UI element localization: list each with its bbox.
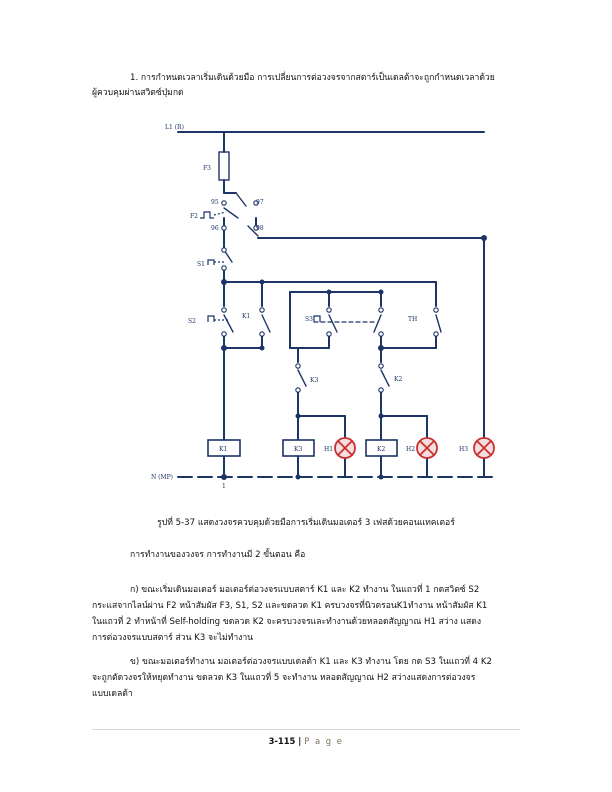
page-footer: 3-115 | P a g e xyxy=(0,736,612,746)
intro-line-1: 1. การกำหนดเวลาเริ่มเดินด้วยมือ การเปลี่… xyxy=(130,73,495,83)
label-f3: F3 xyxy=(203,165,211,172)
lamp-h1 xyxy=(334,437,356,459)
label-k2-contact: K2 xyxy=(394,376,402,383)
label-96: 96 xyxy=(211,225,219,232)
coil-k1 xyxy=(207,439,241,457)
label-l1: L1 (R) xyxy=(165,124,184,131)
label-98: 98 xyxy=(256,225,264,232)
para-b-line-3: แบบเดลต้า xyxy=(92,689,133,699)
label-s2: S2 xyxy=(188,318,196,325)
label-coil-k2: K2 xyxy=(377,446,385,453)
label-97: 97 xyxy=(256,199,264,206)
label-95: 95 xyxy=(211,199,219,206)
label-s3: S3 xyxy=(305,316,313,323)
label-coil-k3: K3 xyxy=(294,446,302,453)
para-a-line-3: ในแถวที่ 2 ทำหน้าที่ Self-holding ขดลวด … xyxy=(92,617,482,627)
label-h3: H3 xyxy=(459,446,468,453)
label-s1: S1 xyxy=(197,261,205,268)
para-a-line-2: กระแสจากไลน์ผ่าน F2 หน้าสัมผัส F3, S1, S… xyxy=(92,601,488,611)
section-heading: การทำงานของวงจร การทำงานมี 2 ขั้นตอน คือ xyxy=(130,550,306,560)
lamp-h2 xyxy=(416,437,438,459)
label-h2: H2 xyxy=(406,446,415,453)
page-number: 3-115 xyxy=(268,736,296,746)
intro-line-2: ผู้ควบคุมผ่านสวิตซ์ปุ่มกด xyxy=(92,88,184,98)
page-word: P a g e xyxy=(304,736,344,746)
label-k1-contact: K1 xyxy=(242,313,250,320)
para-a-line-1: ก) ขณะเริ่มเดินมอเตอร์ มอเตอร์ต่อวงจรแบบ… xyxy=(130,585,480,595)
page-separator: | xyxy=(295,736,305,746)
label-coil-k1: K1 xyxy=(219,446,227,453)
label-n: N (MP) xyxy=(151,474,173,481)
figure-caption: รูปที่ 5-37 แสดงวงจรควบคุมด้วยมือการเริ่… xyxy=(157,518,455,528)
para-a-line-4: การต่อวงจรแบบสตาร์ ส่วน K3 จะไม่ทำงาน xyxy=(92,633,254,643)
lamp-h3 xyxy=(473,437,495,459)
label-k3-contact: K3 xyxy=(310,377,318,384)
para-b-line-1: ข) ขณะมอเตอร์ทำงาน มอเตอร์ต่อวงจรแบบเดลต… xyxy=(130,657,492,667)
label-th: TH xyxy=(408,316,417,323)
label-f2: F2 xyxy=(190,213,198,220)
label-one: 1 xyxy=(222,483,226,490)
para-b-line-2: จะถูกตัดวงจรให้หยุดทำงาน ขดลวด K3 ในแถวท… xyxy=(92,673,476,683)
coil-k3 xyxy=(282,439,315,457)
footer-divider xyxy=(92,729,520,730)
label-h1: H1 xyxy=(324,446,333,453)
coil-k2 xyxy=(365,439,398,457)
